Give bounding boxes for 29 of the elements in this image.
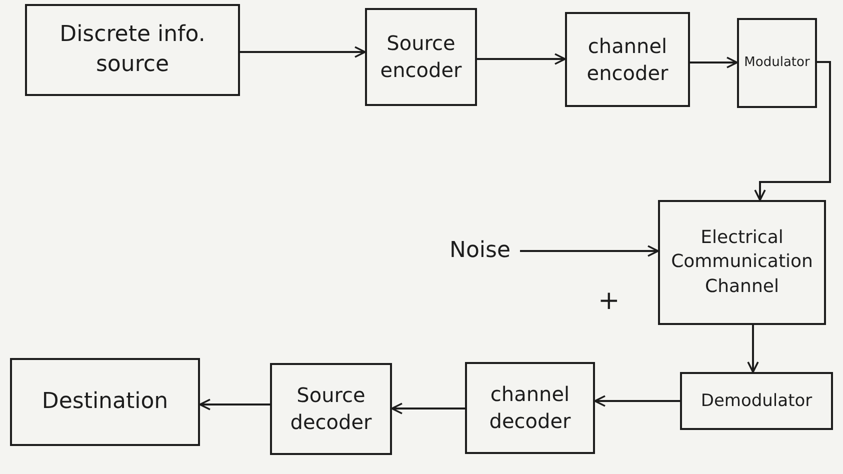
block-box [25, 4, 240, 96]
arrow [240, 46, 366, 58]
block-label: channel decoder [488, 381, 572, 435]
block-label: channel encoder [586, 32, 670, 86]
block-label: Demodulator [700, 390, 812, 412]
block-box [565, 12, 690, 107]
block-box [10, 358, 200, 446]
block-box [465, 362, 595, 454]
block-box [680, 372, 833, 430]
arrow [747, 325, 759, 373]
block-label: Source encoder [379, 30, 463, 84]
block-label: Discrete info. source [58, 21, 206, 79]
arrow [754, 61, 831, 201]
block-box [737, 18, 817, 108]
block-label: Modulator [744, 54, 810, 72]
block-box [365, 8, 477, 106]
block-label: Destination [42, 388, 168, 416]
block-label: Source decoder [289, 382, 373, 436]
block-box [658, 200, 826, 325]
block-box [270, 363, 392, 455]
arrow [594, 395, 680, 407]
arrow [690, 56, 738, 68]
arrow [520, 245, 659, 257]
input-label: Noise [449, 237, 511, 266]
arrow [477, 53, 566, 65]
arrow [199, 398, 270, 410]
block-label: Electrical Communication Channel [670, 226, 814, 299]
arrow [391, 402, 465, 414]
sign-label: + [598, 288, 620, 314]
